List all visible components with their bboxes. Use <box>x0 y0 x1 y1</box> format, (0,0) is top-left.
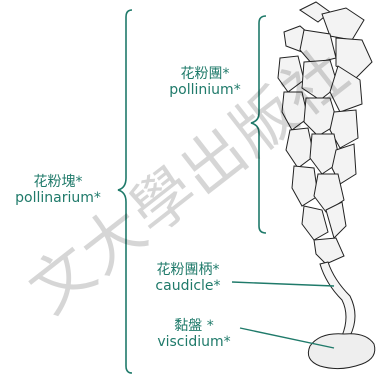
caudicle-label-en: caudicle* <box>144 278 232 294</box>
viscidium-label-en: viscidium* <box>148 334 240 350</box>
pollinium-mass <box>278 2 372 264</box>
pollinarium-label-zh: 花粉塊* <box>4 174 112 190</box>
pollinarium-label: 花粉塊* pollinarium* <box>4 174 112 206</box>
caudicle-leader-line <box>232 282 334 286</box>
viscidium-disc <box>308 334 374 369</box>
pollinium-label: 花粉團* pollinium* <box>160 66 250 98</box>
pollinium-label-en: pollinium* <box>160 82 250 98</box>
pollinarium-label-en: pollinarium* <box>4 190 112 206</box>
caudicle-stalk <box>320 262 355 336</box>
pollinium-bracket <box>251 16 266 233</box>
viscidium-label: 黏盤 * viscidium* <box>148 318 240 350</box>
pollinarium-bracket <box>118 10 132 373</box>
caudicle-label-zh: 花粉團柄* <box>144 262 232 278</box>
caudicle-label: 花粉團柄* caudicle* <box>144 262 232 294</box>
viscidium-label-zh: 黏盤 * <box>148 318 240 334</box>
pollinium-label-zh: 花粉團* <box>160 66 250 82</box>
